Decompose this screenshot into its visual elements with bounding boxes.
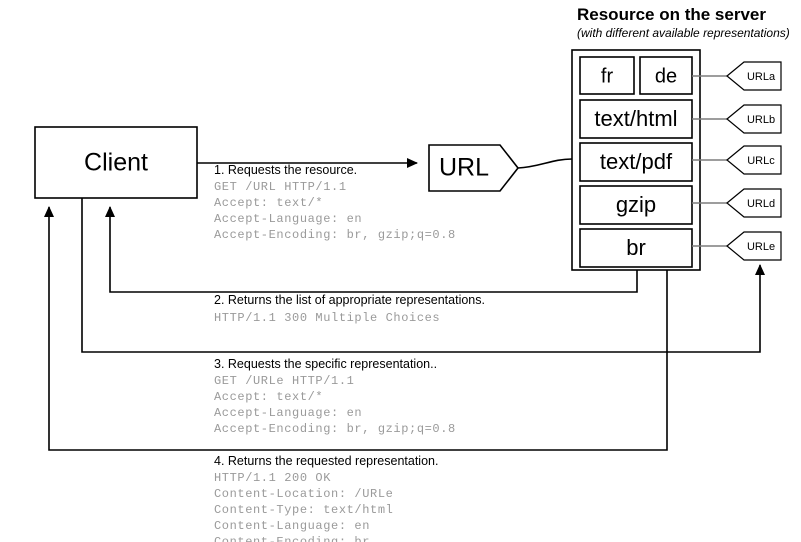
url-node[interactable] bbox=[428, 144, 520, 192]
url-tag-e[interactable] bbox=[726, 231, 782, 261]
step-3-text: 3. Requests the specific representation.… bbox=[214, 357, 456, 436]
server-title: Resource on the server bbox=[577, 5, 766, 24]
step-1-line-3: Accept-Encoding: br, gzip;q=0.8 bbox=[214, 228, 456, 242]
url-tag-label-c: URLc bbox=[747, 155, 775, 167]
representation-label-de: de bbox=[655, 65, 677, 87]
client-label: Client bbox=[84, 149, 148, 177]
flow-arrow-step3 bbox=[81, 198, 765, 353]
representation-box-br[interactable] bbox=[579, 228, 693, 268]
step-3-line-2: Accept-Language: en bbox=[214, 406, 362, 420]
server-subtitle: (with different available representation… bbox=[577, 26, 790, 40]
step-4-line-2: Content-Type: text/html bbox=[214, 503, 393, 517]
step-3-line-1: Accept: text/* bbox=[214, 390, 323, 404]
step-2-text: 2. Returns the list of appropriate repre… bbox=[214, 293, 485, 325]
url-to-representation-link bbox=[517, 158, 573, 169]
representation-label-gzip: gzip bbox=[616, 192, 656, 217]
step-3-line-0: GET /URLe HTTP/1.1 bbox=[214, 374, 354, 388]
url-tag-d[interactable] bbox=[726, 188, 782, 218]
step-1-line-2: Accept-Language: en bbox=[214, 212, 362, 226]
url-node-label: URL bbox=[439, 154, 489, 182]
step-1-text: 1. Requests the resource. GET /URL HTTP/… bbox=[214, 163, 456, 242]
representation-label-text-html: text/html bbox=[594, 106, 677, 131]
step-4-title: 4. Returns the requested representation. bbox=[214, 454, 438, 468]
step-4-line-0: HTTP/1.1 200 OK bbox=[214, 471, 331, 485]
step-1-line-1: Accept: text/* bbox=[214, 196, 323, 210]
representation-box-de[interactable] bbox=[639, 56, 693, 95]
step-3-title: 3. Requests the specific representation.… bbox=[214, 357, 437, 371]
flow-arrow-step2 bbox=[105, 206, 638, 293]
step-2-title: 2. Returns the list of appropriate repre… bbox=[214, 293, 485, 307]
step-2-line-0: HTTP/1.1 300 Multiple Choices bbox=[214, 311, 440, 325]
step-4-text: 4. Returns the requested representation.… bbox=[214, 454, 438, 542]
representation-label-text-pdf: text/pdf bbox=[600, 149, 673, 174]
representation-box-fr[interactable] bbox=[579, 56, 635, 95]
url-tag-label-e: URLe bbox=[747, 241, 775, 253]
representation-label-fr: fr bbox=[601, 65, 614, 87]
flow-arrow-step4 bbox=[44, 206, 668, 451]
step-4-line-1: Content-Location: /URLe bbox=[214, 487, 393, 501]
url-tag-label-a: URLa bbox=[747, 71, 776, 83]
step-1-line-0: GET /URL HTTP/1.1 bbox=[214, 180, 347, 194]
representation-label-br: br bbox=[626, 235, 646, 260]
url-tag-a[interactable] bbox=[726, 61, 782, 91]
representation-box-text-pdf[interactable] bbox=[579, 142, 693, 182]
url-tag-label-d: URLd bbox=[747, 198, 775, 210]
url-tag-label-b: URLb bbox=[747, 114, 775, 126]
step-4-line-4: Content-Encoding: br bbox=[214, 535, 370, 542]
representation-box-gzip[interactable] bbox=[579, 185, 693, 225]
url-tag-b[interactable] bbox=[726, 104, 782, 134]
step-4-line-3: Content-Language: en bbox=[214, 519, 370, 533]
step-3-line-3: Accept-Encoding: br, gzip;q=0.8 bbox=[214, 422, 456, 436]
client-box[interactable] bbox=[34, 126, 198, 199]
url-tag-c[interactable] bbox=[726, 145, 782, 175]
step-1-title: 1. Requests the resource. bbox=[214, 163, 357, 177]
